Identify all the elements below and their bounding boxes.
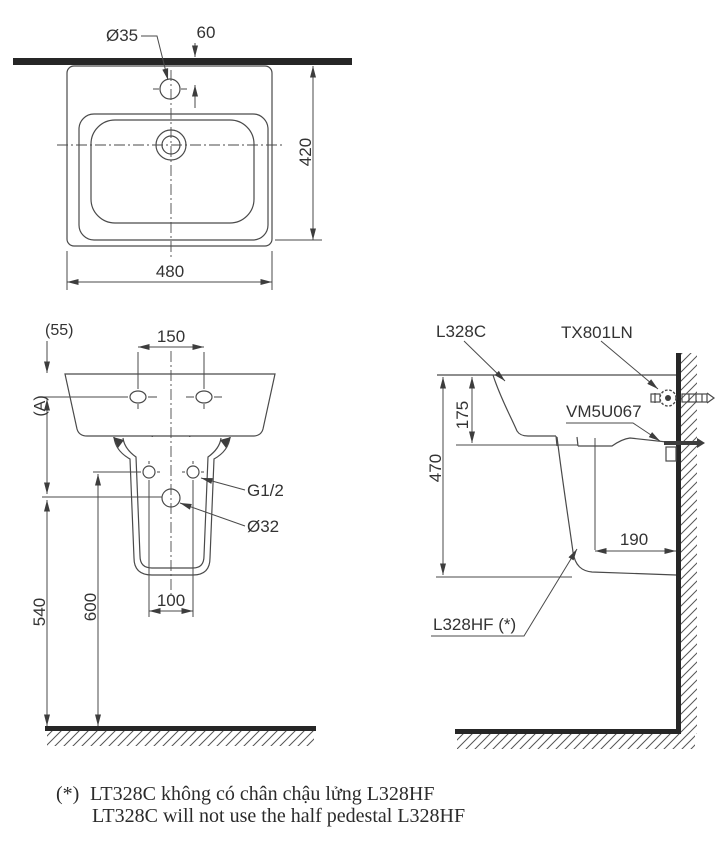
front-view: 150 (55) (A) 540 600 100 G1/2 Ø32 (30, 322, 316, 746)
basin-outer-edge (66, 65, 273, 247)
half-pedestal-leader (431, 548, 578, 637)
mounting-hole-right (195, 390, 213, 404)
dim-overall-height: 470 (426, 454, 445, 482)
label-drain-diameter: Ø32 (247, 517, 279, 536)
drain-fitting (664, 438, 705, 462)
basin-deck-edge (78, 113, 269, 241)
side-view: 175 470 190 L328C TX801LN VM5U067 (426, 322, 716, 749)
drain-fitting-leader (566, 422, 661, 442)
dim-height-a: (A) (32, 395, 49, 416)
dim-depth: 420 (296, 138, 315, 166)
wall-section-bar (13, 58, 352, 65)
top-view: Ø35 60 420 480 (13, 23, 352, 290)
hanger-bolt-leader (600, 340, 659, 390)
dim-faucet-hole-diameter: Ø35 (106, 26, 138, 45)
floor-section-front (45, 726, 316, 731)
floor-hatch-front (47, 731, 314, 746)
floor-section-side (455, 729, 681, 734)
label-supply-thread: G1/2 (247, 481, 284, 500)
half-pedestal-profile (556, 436, 677, 576)
dim-hole-spacing: 150 (157, 327, 185, 346)
wall-section-side (676, 353, 681, 734)
basin-front-outline (64, 373, 276, 437)
dim-drain-offset: 190 (620, 530, 648, 549)
dim-supply-spacing: 100 (157, 591, 185, 610)
pedestal-outline-inner (122, 437, 222, 569)
faucet-hole (159, 78, 181, 100)
dim-width: 480 (156, 262, 184, 281)
footnote: (*) LT328C không có chân chậu lửng L328H… (56, 783, 465, 827)
label-half-pedestal-model: L328HF (*) (433, 615, 516, 634)
basin-bowl-edge (90, 119, 255, 224)
supply-leader (200, 477, 246, 491)
basin-model-leader (463, 340, 506, 382)
pedestal-hook-arrow-left (113, 437, 124, 448)
footnote-line-vietnamese: LT328C không có chân chậu lửng L328HF (90, 783, 435, 805)
footnote-marker: (*) (56, 783, 79, 805)
label-drain-fitting-model: VM5U067 (566, 402, 642, 421)
mounting-hole-left (129, 390, 147, 404)
basin-profile (492, 374, 677, 447)
pedestal-hook-arrow-right (220, 437, 231, 448)
dim-hole-offset: 60 (197, 23, 216, 42)
dim-rim-height: 175 (453, 401, 472, 429)
dim-ledge: (55) (45, 322, 73, 339)
label-basin-model: L328C (436, 322, 486, 341)
floor-hatch-side (457, 734, 695, 749)
hanger-bolt (650, 389, 716, 407)
wall-hatch-side (681, 353, 697, 734)
footnote-line-english: LT328C will not use the half pedestal L3… (92, 805, 465, 827)
supply-hole-right (186, 465, 200, 479)
dim-supply-height: 600 (81, 593, 100, 621)
drain-leader (179, 502, 246, 527)
label-hanger-bolt-model: TX801LN (561, 323, 633, 342)
supply-hole-left (142, 465, 156, 479)
faucet-hole-leader (141, 35, 169, 81)
dim-drain-height: 540 (30, 598, 49, 626)
